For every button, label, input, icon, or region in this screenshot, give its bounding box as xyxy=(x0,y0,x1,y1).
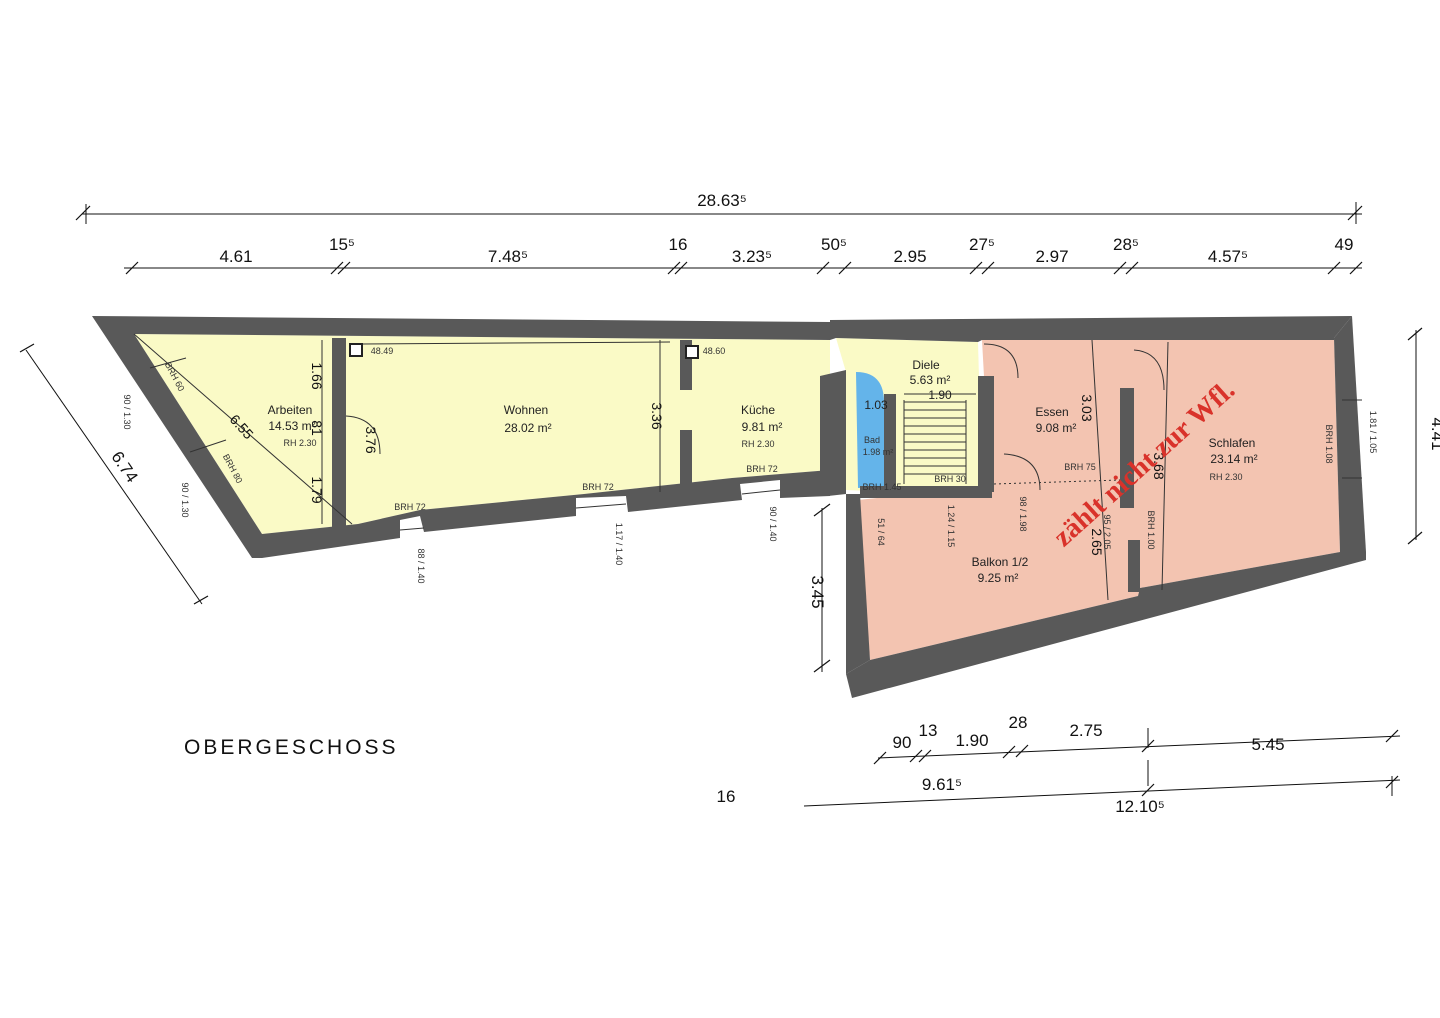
room-essen-name: Essen xyxy=(1035,405,1068,419)
dim-bottom-seg: 13 xyxy=(919,721,938,740)
dim-top-seg: 49 xyxy=(1335,235,1354,254)
dim-top-seg: 4.57⁵ xyxy=(1208,247,1248,266)
room-schlafen-area: 23.14 m² xyxy=(1210,452,1257,466)
window-label: 1.81 / 1.05 xyxy=(1368,411,1378,454)
window-label: 95 / 2.05 xyxy=(1102,514,1112,549)
dim-top-seg: 28⁵ xyxy=(1113,235,1139,254)
label-schlafen-depth: 3.68 xyxy=(1151,452,1167,479)
dim-bottom-seg: 28 xyxy=(1009,713,1028,732)
room-bad-area: 1.98 m² xyxy=(863,447,894,457)
dim-top-seg: 2.95 xyxy=(893,247,926,266)
room-schlafen-name: Schlafen xyxy=(1209,436,1256,450)
room-schlafen-rh: RH 2.30 xyxy=(1209,472,1242,482)
label-level: 48.60 xyxy=(703,346,726,356)
dim-left-diagonal: 6.74 xyxy=(107,448,141,486)
dim-top-seg: 27⁵ xyxy=(969,235,995,254)
dim-overall-top: 28.63⁵ xyxy=(697,191,747,210)
sill-label: BRH 72 xyxy=(394,502,426,512)
dim-top-seg: 15⁵ xyxy=(329,235,355,254)
sill-label: BRH 1.08 xyxy=(1324,424,1334,463)
room-fills xyxy=(134,334,1340,660)
interior-lines xyxy=(133,333,1362,601)
sill-label: BRH 75 xyxy=(1064,462,1096,472)
dim-top-seg: 50⁵ xyxy=(821,235,847,254)
room-essen-area: 9.08 m² xyxy=(1036,421,1077,435)
window-label: 51 / 64 xyxy=(876,518,886,546)
room-arbeiten-area: 14.53 m² xyxy=(268,419,315,433)
sill-labels: BRH 60 BRH 80 BRH 72 BRH 72 BRH 72 BRH 1… xyxy=(122,360,1378,583)
room-wohnen-area: 28.02 m² xyxy=(504,421,551,435)
sill-label: BRH 1.45 xyxy=(862,482,901,492)
label-door-width: 3.76 xyxy=(363,426,379,453)
dim-bottom-misc: 16 xyxy=(717,787,736,806)
dim-balcony-left: 3.45 xyxy=(808,575,827,608)
label-arbeiten-v1: 1.66 xyxy=(309,362,325,389)
dimension-lines xyxy=(19,202,1423,807)
sill-label: BRH 1.00 xyxy=(1146,510,1156,549)
window-label: 90 / 1.40 xyxy=(768,506,778,541)
room-wohnen-name: Wohnen xyxy=(504,403,548,417)
dim-top-seg: 3.23⁵ xyxy=(732,247,772,266)
window-label: 88 / 1.40 xyxy=(416,548,426,583)
dim-bottom-seg: 90 xyxy=(893,733,912,752)
window-label: 90 / 1.30 xyxy=(122,394,132,429)
sill-label: BRH 72 xyxy=(582,482,614,492)
inner-dimension-labels: 6.55 1.66 81 1.79 3.76 3.36 3.03 3.68 2.… xyxy=(227,346,1167,556)
dim-right-side: 4.41 xyxy=(1428,417,1440,450)
dim-top-seg: 16 xyxy=(669,235,688,254)
label-arbeiten-v3: 1.79 xyxy=(309,476,325,503)
dim-bottom-seg: 1.90 xyxy=(955,731,988,750)
window-label: 1.17 / 1.40 xyxy=(614,523,624,566)
label-diele-width: 1.90 xyxy=(928,388,952,402)
dim-bottom-total: 9.61⁵ xyxy=(922,775,962,794)
window-label: 1.24 / 1.15 xyxy=(946,505,956,548)
label-balkon-depth: 2.65 xyxy=(1089,528,1105,555)
dim-top-seg: 7.48⁵ xyxy=(488,247,528,266)
dim-top-seg: 2.97 xyxy=(1035,247,1068,266)
room-kueche-area: 9.81 m² xyxy=(742,420,783,434)
walls xyxy=(92,316,1366,698)
room-kueche-rh: RH 2.30 xyxy=(741,439,774,449)
dim-bottom-seg: 2.75 xyxy=(1069,721,1102,740)
window-label: 90 / 1.30 xyxy=(180,482,190,517)
dim-top-seg: 4.61 xyxy=(219,247,252,266)
room-kueche-name: Küche xyxy=(741,403,775,417)
label-bad-width: 1.03 xyxy=(864,398,888,412)
chimney-icon xyxy=(349,343,699,359)
window-label: 98 / 1.98 xyxy=(1018,496,1028,531)
room-arbeiten-rh: RH 2.30 xyxy=(283,438,316,448)
room-balkon-area: 9.25 m² xyxy=(978,571,1019,585)
room-balkon-name: Balkon 1/2 xyxy=(972,555,1029,569)
dimension-texts: 28.63⁵ 4.61 15⁵ 7.48⁵ 16 3.23⁵ 50⁵ 2.95 … xyxy=(107,191,1440,816)
label-level: 48.49 xyxy=(371,346,394,356)
room-diele-area: 5.63 m² xyxy=(910,373,951,387)
room-diele-name: Diele xyxy=(912,358,940,372)
room-arbeiten-name: Arbeiten xyxy=(268,403,313,417)
label-wohnen-depth: 3.36 xyxy=(649,402,665,429)
floor-title: OBERGESCHOSS xyxy=(184,736,399,759)
dim-bottom-seg: 5.45 xyxy=(1251,735,1284,754)
label-arbeiten-v2: 81 xyxy=(309,420,325,436)
sill-label: BRH 72 xyxy=(746,464,778,474)
label-essen-depth: 3.03 xyxy=(1079,394,1095,421)
dim-bottom-total: 12.10⁵ xyxy=(1115,797,1165,816)
room-labels: Arbeiten 14.53 m² RH 2.30 Wohnen 28.02 m… xyxy=(268,358,1258,585)
sill-label: BRH 30 xyxy=(934,474,966,484)
room-bad-name: Bad xyxy=(864,435,880,445)
